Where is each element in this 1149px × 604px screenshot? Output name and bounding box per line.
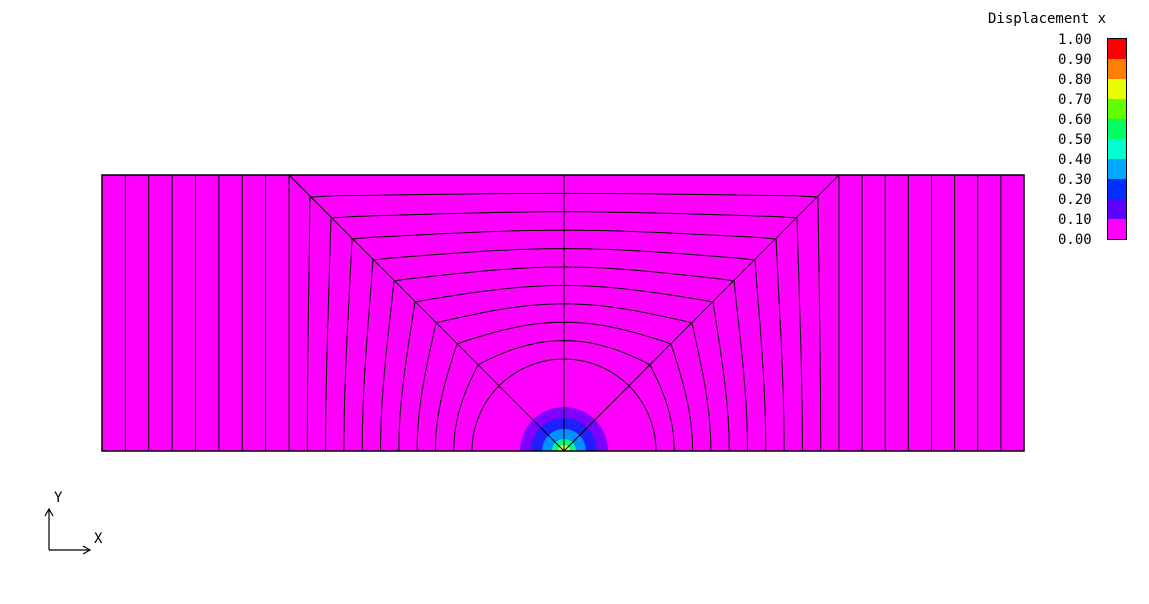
legend-swatch	[1108, 39, 1126, 59]
mesh-ring	[343, 229, 785, 451]
mesh-ring	[325, 211, 803, 451]
legend-label: 0.80	[1058, 72, 1092, 88]
legend-swatch	[1108, 119, 1126, 139]
legend-swatch	[1108, 139, 1126, 159]
mesh-ring	[453, 340, 675, 452]
axis-triad	[44, 507, 92, 555]
mesh-ring	[361, 248, 767, 452]
legend-label: 0.90	[1058, 52, 1092, 68]
legend-swatch	[1108, 219, 1126, 239]
legend-swatch	[1108, 59, 1126, 79]
legend-title: Displacement x	[988, 11, 1107, 27]
mesh-ring	[306, 192, 822, 451]
legend-label: 0.40	[1058, 152, 1092, 168]
y-axis-label: Y	[54, 490, 63, 506]
plate-border	[101, 174, 1025, 452]
legend-colorbar	[1107, 38, 1127, 240]
mesh-ring	[416, 303, 712, 452]
mesh-ring	[398, 284, 730, 452]
legend-label: 0.60	[1058, 112, 1092, 128]
legend-swatch	[1108, 99, 1126, 119]
legend-swatch	[1108, 79, 1126, 99]
mesh-ring	[471, 358, 657, 452]
legend-label: 0.50	[1058, 132, 1092, 148]
legend-label: 0.30	[1058, 172, 1092, 188]
legend-label: 0.10	[1058, 212, 1092, 228]
x-arrowhead	[82, 545, 92, 555]
legend-label: 0.20	[1058, 192, 1092, 208]
mesh-line	[563, 174, 840, 452]
mesh-ring	[380, 266, 748, 452]
legend-label: 0.70	[1058, 92, 1092, 108]
legend-swatch	[1108, 199, 1126, 219]
mesh-line	[288, 174, 565, 452]
legend-swatch	[1108, 159, 1126, 179]
y-arrowhead	[44, 507, 54, 517]
mesh-ring	[434, 321, 694, 452]
plate-domain	[102, 175, 1024, 451]
mesh-lines	[124, 174, 1002, 452]
x-axis-label: X	[94, 531, 103, 547]
legend-label: 1.00	[1058, 32, 1092, 48]
legend-swatch	[1108, 179, 1126, 199]
legend-label: 0.00	[1058, 232, 1092, 248]
